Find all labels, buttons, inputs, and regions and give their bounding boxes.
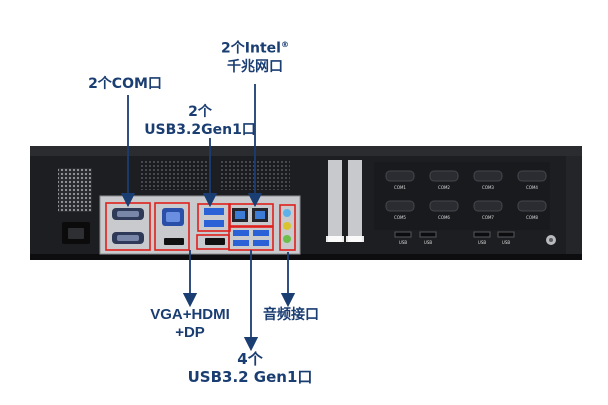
- usb-port: [233, 230, 249, 236]
- com-port-label: COM7: [482, 215, 494, 220]
- usb-port: [253, 230, 269, 236]
- usb-top-line1: 2个: [188, 104, 212, 120]
- displayport-port: [205, 238, 225, 245]
- audio-callout: 音频接口: [256, 306, 326, 324]
- usb-port: [253, 240, 269, 246]
- fan-vent: [140, 160, 212, 190]
- bracket-com-connector: COM5: [385, 200, 415, 220]
- usb-port-label: USB: [424, 240, 432, 245]
- com-port: [112, 232, 144, 244]
- com-port: [112, 208, 144, 220]
- bracket-com-connector: COM8: [517, 200, 547, 220]
- audio-highlight: [279, 204, 296, 251]
- intel-lan-line2: 千兆网口: [227, 58, 283, 75]
- vent-grille: [58, 168, 92, 212]
- bracket-com-connector: COM4: [517, 170, 547, 190]
- com-callout: 2个COM口: [70, 75, 180, 93]
- usb-bottom-callout: 4个 USB3.2 Gen1口: [185, 350, 315, 386]
- vga-hdmi-dp-line1: VGA+HDMI: [150, 306, 230, 323]
- power-inlet: [62, 222, 90, 244]
- bracket-com-connector: COM7: [473, 200, 503, 220]
- usb-port-label: USB: [399, 240, 407, 245]
- usb-port: [204, 220, 224, 227]
- com-port-label: COM3: [482, 185, 494, 190]
- com-port-label: COM6: [438, 215, 450, 220]
- vga-hdmi-dp-line2: +DP: [175, 324, 205, 341]
- bracket-com-connector: COM2: [429, 170, 459, 190]
- bracket-usb-slot: USB: [497, 231, 515, 245]
- bracket-usb-slot: USB: [473, 231, 491, 245]
- hdmi-port: [164, 238, 184, 245]
- audio-jack: [283, 209, 291, 217]
- audio-jack: [283, 222, 291, 230]
- usb-bottom-line1: 4个: [237, 350, 263, 368]
- com-port-label: COM1: [394, 185, 406, 190]
- bracket-com-connector: COM6: [429, 200, 459, 220]
- com-port-label: COM2: [438, 185, 450, 190]
- intel-lan-callout: 2个Intel® 千兆网口: [210, 36, 300, 76]
- usb-port: [204, 208, 224, 215]
- bracket-usb-slot: USB: [394, 231, 412, 245]
- com-port-label: COM5: [394, 215, 406, 220]
- vga-hdmi-dp-callout: VGA+HDMI +DP: [140, 306, 240, 342]
- vga-port: [162, 208, 184, 226]
- usb-top-callout: 2个 USB3.2Gen1口: [135, 103, 265, 139]
- com-port-label: COM8: [526, 215, 538, 220]
- audio-callout-text: 音频接口: [263, 307, 319, 323]
- usb-top-line2: USB3.2Gen1口: [144, 122, 256, 138]
- expansion-slots: [326, 160, 364, 242]
- registered-mark: ®: [280, 40, 289, 49]
- usb-port-label: USB: [502, 240, 510, 245]
- vga-highlight: [154, 202, 190, 251]
- usb-port-label: USB: [478, 240, 486, 245]
- com-port-label: COM4: [526, 185, 538, 190]
- bracket-usb-slot: USB: [419, 231, 437, 245]
- intel-lan-line1: 2个Intel: [221, 40, 281, 57]
- usb-bottom-line2: USB3.2 Gen1口: [187, 368, 313, 386]
- usb-port: [233, 240, 249, 246]
- audio-jack: [283, 235, 291, 243]
- bracket-com-connector: COM1: [385, 170, 415, 190]
- com-callout-text: 2个COM口: [88, 76, 162, 92]
- bracket-com-connector: COM3: [473, 170, 503, 190]
